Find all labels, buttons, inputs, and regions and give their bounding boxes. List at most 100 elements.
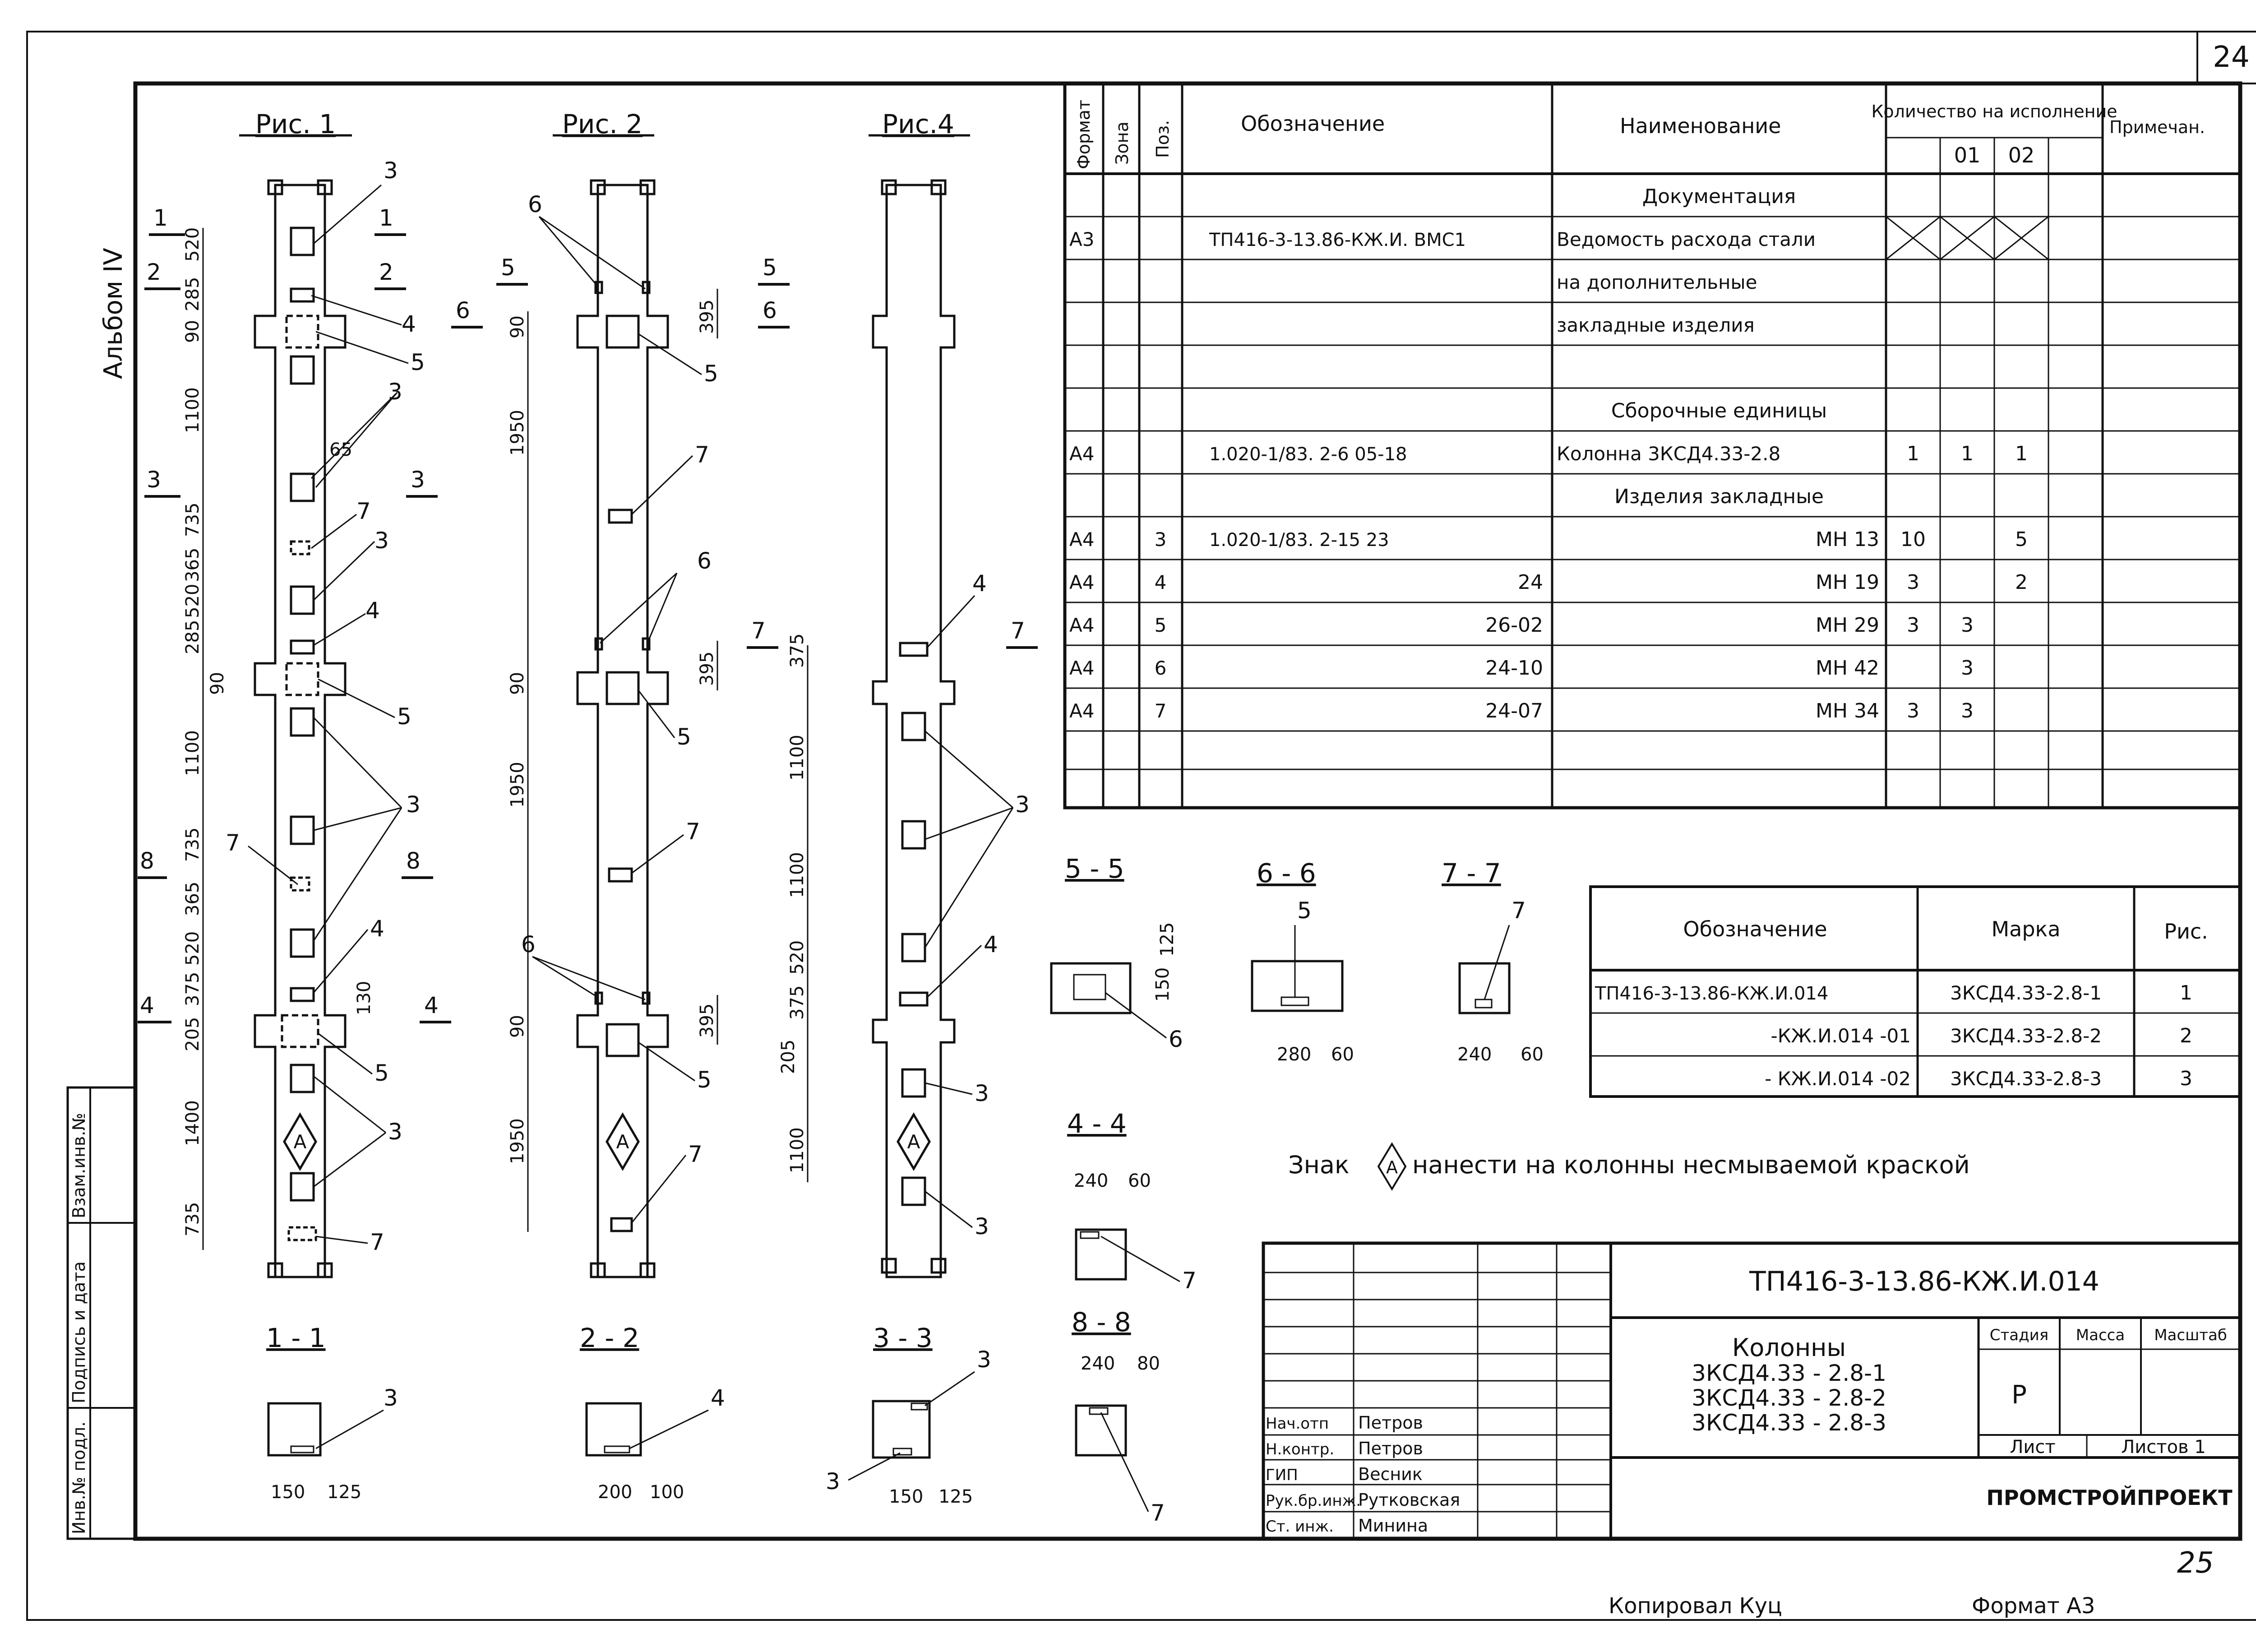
signature-name: Петров [1358,1413,1423,1433]
callout: 7 [370,1229,384,1255]
callout: 3 [975,1213,989,1240]
callout: 4 [972,570,987,597]
signature-role: ГИП [1266,1466,1298,1484]
spec-cell-designation: 26-02 [1485,614,1543,637]
variant-header-mark: Марка [1991,917,2060,941]
section-title: 1 - 1 [266,1323,326,1353]
callout: 5 [677,724,691,750]
section-titles: 1 - 1 2 - 2 3 - 3 5 - 5 6 - 6 7 - 7 4 - … [266,853,1501,1353]
cut-mark: 4 [424,992,439,1018]
spec-cell-qty: 10 [1900,528,1926,551]
dim: 125 [938,1486,973,1507]
fig1-leaders [248,184,409,1244]
sheets-label: Листов 1 [2121,1437,2206,1458]
callout: 3 [384,157,398,184]
dim: 240 [1074,1171,1108,1191]
footer-copied: Копировал Куц [1609,1593,1782,1619]
callout: 6 [528,191,542,217]
spec-cell-name: МН 29 [1816,614,1879,637]
mark-a-fig4: A [907,1131,920,1153]
section-title: 7 - 7 [1442,858,1501,888]
dim: 200 [598,1482,632,1503]
signature-name: Петров [1358,1439,1423,1458]
cut-mark: 6 [763,297,777,324]
dim: 375 [182,972,203,1006]
dim: 1950 [507,762,528,808]
spec-cell-pos: 3 [1155,528,1167,551]
fig4-leaders [924,595,1014,1228]
signature-name: Рутковская [1358,1490,1460,1510]
title-line: 3КСД4.33 - 2.8-3 [1692,1410,1886,1436]
cut-marks: 1 1 2 2 3 3 8 8 4 4 5 5 6 6 7 7 [140,205,1025,1018]
spec-cell-qty-01: 3 [1961,614,1974,637]
stamp-inv-podl: Инв.№ подл. [69,1421,89,1534]
cut-mark: 6 [456,297,470,324]
mark-a-fig2: A [616,1131,629,1153]
spec-table-headers: Формат Зона Поз. Обозначение Наименовани… [1074,100,2205,169]
signature-role: Н.контр. [1266,1440,1334,1458]
dim: 735 [182,503,203,537]
callout: 4 [370,916,384,942]
callout: 5 [697,1067,712,1093]
spec-cell-qty-01: 3 [1961,657,1974,680]
callout: 5 [397,703,411,730]
spec-table-grid [1063,82,2242,810]
callout: 4 [711,1385,725,1411]
dim: 150 [271,1482,305,1503]
dim: 205 [778,1040,799,1074]
callout: 7 [686,819,700,845]
stamp-vzam-inv: Взам.инв.№ [69,1113,89,1218]
cut-mark: 8 [140,848,154,874]
dim: 240 [1457,1044,1492,1065]
cut-mark: 1 [153,205,168,231]
dim: 375 [787,986,808,1020]
spec-cell-qty-02: 2 [2015,571,2028,594]
sheet-number: 24 [2213,41,2249,74]
dim: 285 [182,277,203,311]
dim: 395 [697,1004,717,1038]
note: Знак A нанести на колонны несмываемой кр… [1288,1142,1970,1191]
dim: 90 [507,315,528,338]
variant-table-headers: Обозначение Марка Рис. [1683,917,2208,944]
variant-cell-designation: - КЖ.И.014 -02 [1765,1068,1911,1090]
callout: 4 [365,597,380,624]
callout: 7 [695,442,709,468]
signature-name: Минина [1358,1516,1428,1536]
callout: 5 [374,1060,389,1086]
variant-cell-mark: 3КСД4.33-2.8-2 [1950,1025,2102,1047]
cut-mark: 2 [147,259,161,285]
cut-mark: 7 [751,618,766,644]
dim: 90 [207,672,228,695]
dim: 1100 [182,387,203,433]
dim: 150 [1152,967,1173,1002]
header-qty: Количество на исполнение [1871,102,2117,121]
callout: 5 [411,349,425,375]
spec-cell-designation: 24 [1518,571,1543,594]
fig4-callouts: 4 3 4 3 3 [972,570,1030,1240]
dim: 100 [650,1482,684,1503]
cut-mark-lines [138,233,1038,1023]
variant-cell-fig: 1 [2180,981,2192,1004]
spec-cell-format: А4 [1069,657,1094,679]
dim: 1950 [507,1118,528,1164]
mass-label: Масса [2076,1326,2125,1344]
callout: 4 [984,931,998,958]
header-note: Примечан. [2109,117,2205,137]
dim: 735 [182,828,203,862]
cut-mark: 1 [379,205,393,231]
signature-role: Рук.бр.инж. [1266,1492,1361,1510]
dim: 1950 [507,410,528,456]
callout: 6 [1169,1026,1183,1052]
dim: 1400 [182,1100,203,1146]
column-figure-2 [527,179,718,1278]
cut-mark: 4 [140,992,154,1018]
sheet-label: Лист [2010,1437,2055,1458]
callout: 3 [975,1080,989,1106]
spec-cell-format: А4 [1069,614,1094,636]
spec-cell-name: МН 42 [1816,657,1879,680]
callout: 5 [1297,898,1312,924]
outer-frame [26,31,2256,1621]
